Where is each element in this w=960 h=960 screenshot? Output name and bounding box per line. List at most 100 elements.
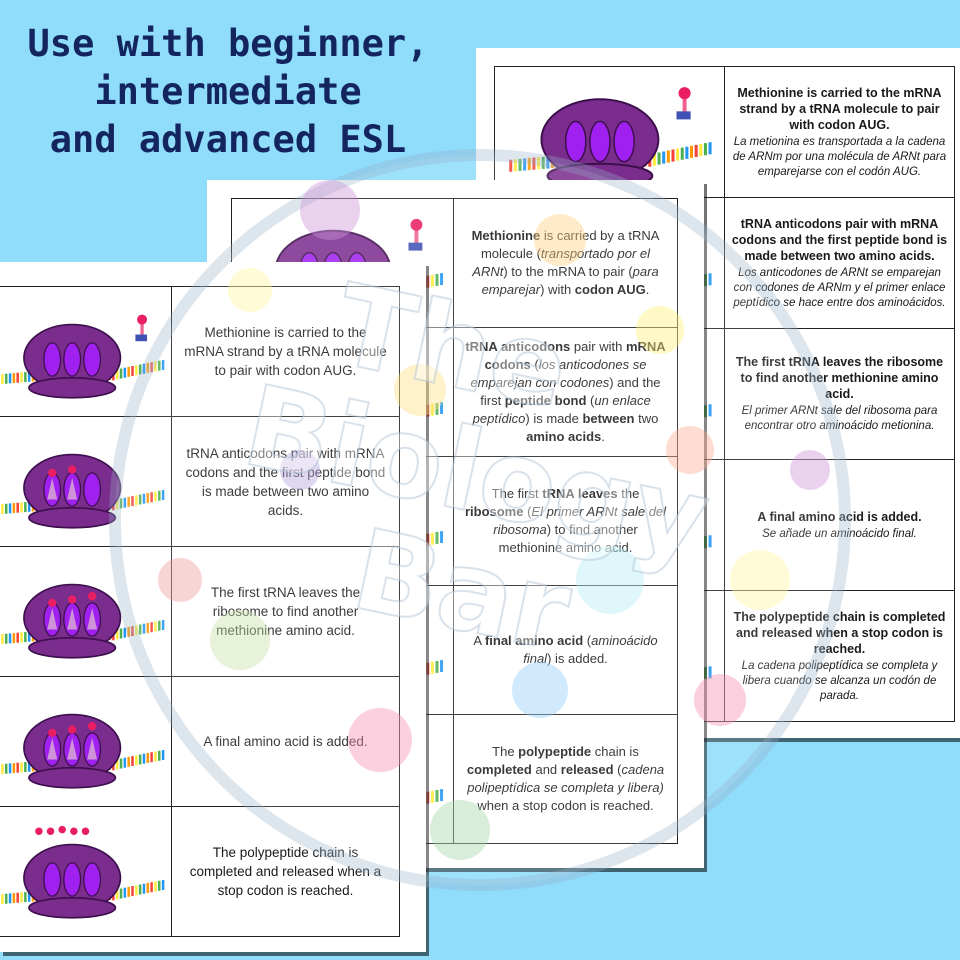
mrna-base [430,790,434,803]
trna-icon [67,607,78,630]
mrna-base [532,157,536,170]
mrna-base [27,761,31,772]
step-spanish: La cadena polipeptídica se completa y li… [741,659,938,702]
mrna-base [127,496,130,507]
mrna-base [703,143,707,156]
beginner-worksheet: Methionine is carried to the mRNA strand… [0,262,426,952]
mrna-base [24,892,27,903]
mrna-base [671,149,675,162]
mrna-base [513,159,517,172]
mrna-base [4,503,8,514]
mrna-base [440,660,444,673]
mrna-base [426,791,430,804]
mrna-base [8,633,12,644]
trna-anticodon [135,334,148,342]
step-rich-text: The first tRNA leaves the ribosome (El p… [464,486,667,555]
mrna-base [154,751,157,762]
trna-stem [140,322,144,337]
trna-icon [87,607,98,630]
ribosome-site [613,120,635,163]
step-text: A final amino acid is added. [171,676,400,807]
mrna-base [131,366,134,377]
mrna-base [4,893,8,904]
mrna-base [685,146,689,159]
mrna-base [119,498,123,509]
mrna-base [523,158,527,171]
mrna-base [119,758,123,769]
mrna-base [440,531,444,544]
mrna-base [430,403,434,416]
mrna-base [27,501,31,512]
mrna-base [440,273,444,286]
mrna-base [161,360,165,371]
polypeptide-bead [81,827,90,835]
mrna-base [430,274,434,287]
mrna-base [138,624,142,635]
mrna-base [158,750,161,761]
mrna-base [703,405,707,418]
mrna-base [123,367,127,378]
mrna-base [426,662,430,675]
mrna-base [154,491,157,502]
mrna-base [12,763,16,774]
ribosome-illustration [0,676,172,807]
mrna-base [146,362,150,373]
step-text: tRNA anticodons pair with mRNA codons (l… [453,327,678,457]
methionine-icon [137,314,148,325]
table-row: A final amino acid is added. [0,676,400,807]
amino-acid-icon [87,592,97,601]
mrna-base [135,885,138,896]
ribosome-site [43,862,62,897]
step-text: A final amino acid is added. Se añade un… [724,459,955,591]
ribosome-illustration [0,546,172,677]
mrna-base [146,492,150,503]
table-row: tRNA anticodons pair with mRNA codons an… [0,416,400,547]
mrna-base [158,620,161,631]
mrna-base [158,880,161,891]
mrna-base [20,502,23,513]
ribosome-small-subunit [28,506,117,529]
mrna-base [127,886,130,897]
mrna-base [546,156,550,169]
polypeptide-bead [35,827,43,835]
mrna-base [16,762,19,773]
mrna-base [699,144,703,157]
mrna-base [537,157,541,170]
step-text: The first tRNA leaves the ribosome to fi… [724,328,955,460]
mrna-base [161,880,165,891]
mrna-base [142,883,146,894]
amino-acid-icon [68,465,77,474]
mrna-base [127,756,130,767]
mrna-base [703,667,707,680]
mrna-base [8,763,12,774]
ribosome-small-subunit [28,896,117,919]
step-text: Methionine is carried to the mRNA strand… [171,286,400,417]
amino-acid-icon [48,598,57,608]
mrna-base [154,361,157,372]
mrna-base [27,371,31,382]
ribosome-illustration [494,66,725,198]
mrna-base [12,893,16,904]
mrna-base [131,626,134,637]
table-row: Methionine is carried to the mRNA strand… [0,286,400,417]
mrna-base [161,490,165,501]
ribosome-site [43,342,62,377]
ribosome-small-subunit [28,766,117,789]
mrna-base [119,628,123,639]
ribosome-site [589,120,611,163]
mrna-base [24,632,27,643]
mrna-base [123,887,127,898]
mrna-base [16,502,19,513]
ribosome-site [63,342,82,377]
mrna-base [652,153,656,166]
table-row: The polypeptide chain is completed and r… [0,806,400,937]
step-text: Methionine is carried by a tRNA molecule… [453,198,678,328]
mrna-base [131,886,134,897]
step-spanish: El primer ARNt sale del ribosoma para en… [741,405,938,432]
mrna-base [150,882,153,893]
step-spanish: La metionina es transportada a la cadena… [732,135,947,178]
mrna-base [27,631,31,642]
headline: Use with beginner, intermediate and adva… [8,20,448,164]
mrna-base [12,633,16,644]
mrna-base [16,632,19,643]
